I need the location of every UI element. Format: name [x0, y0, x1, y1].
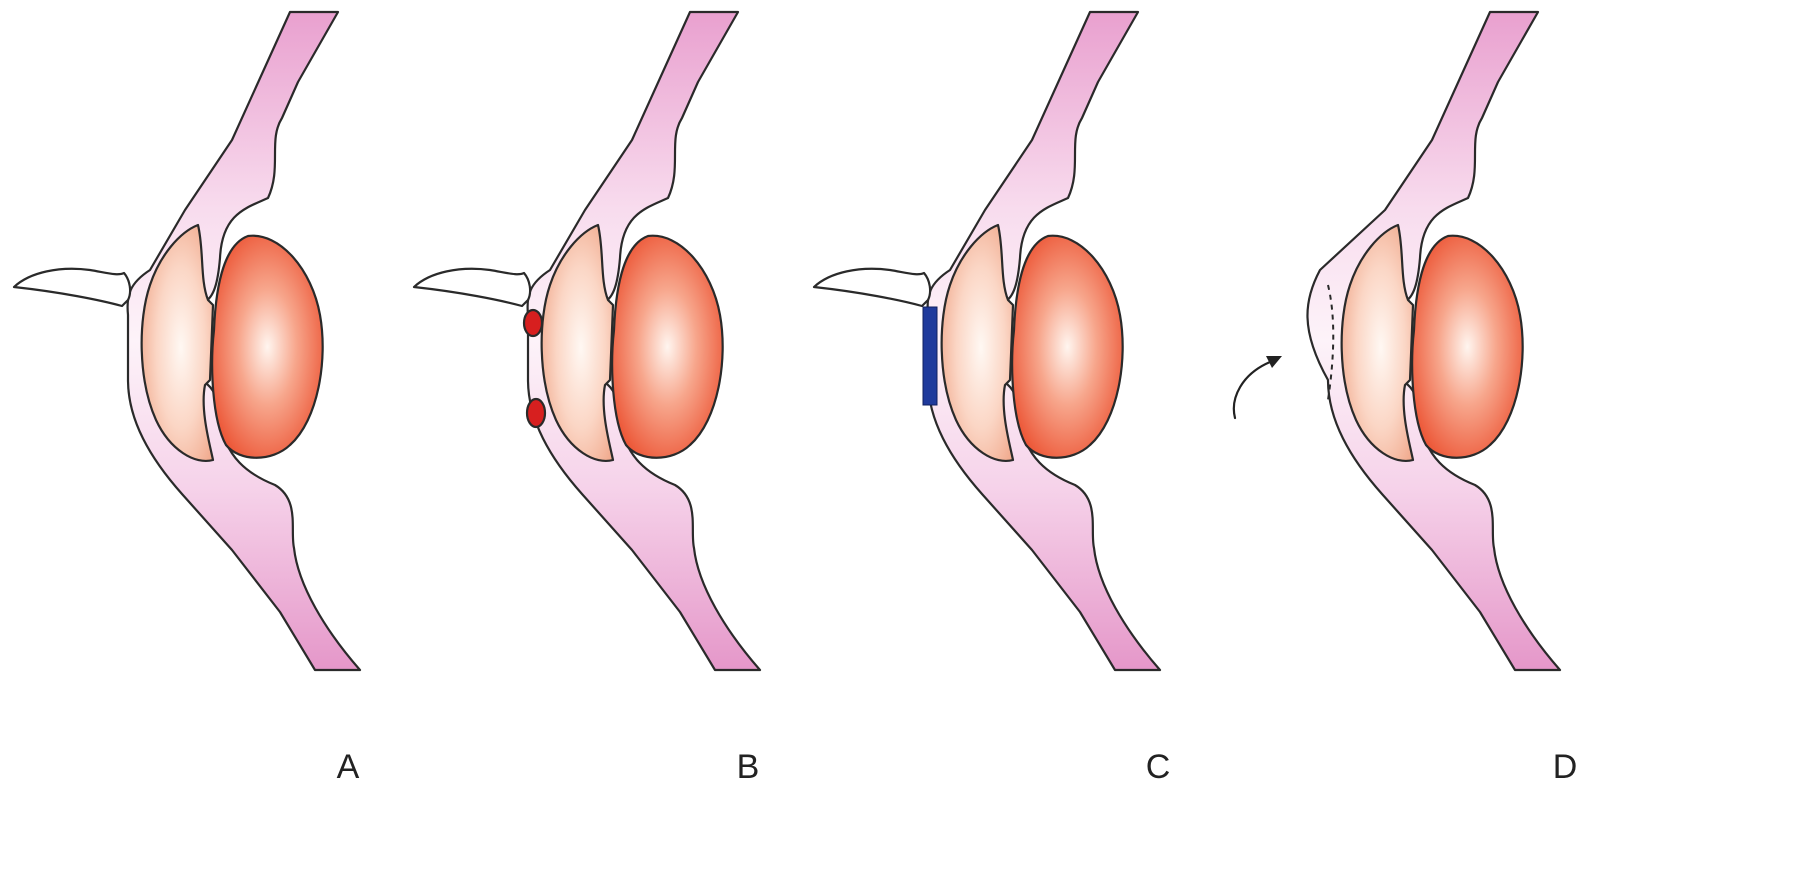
nodule-upper: [524, 310, 542, 336]
panel-c: C: [814, 12, 1170, 786]
panel-label: B: [737, 748, 760, 786]
nodule-lower: [527, 399, 545, 427]
lens-body: [612, 236, 722, 458]
lens-body: [1412, 236, 1522, 458]
panel-label: C: [1146, 748, 1171, 786]
lens-body: [212, 236, 322, 458]
lid-extension: [414, 269, 530, 306]
panel-b: B: [414, 12, 760, 786]
lid-extension: [14, 269, 130, 306]
panel-d: D: [1234, 12, 1577, 786]
blue-band: [923, 307, 937, 405]
lid-extension: [814, 269, 930, 306]
curved-arrow-icon: [1234, 362, 1270, 418]
panel-label: D: [1553, 748, 1578, 786]
lens-body: [1012, 236, 1122, 458]
panel-a: A: [14, 12, 360, 786]
panel-label: A: [337, 748, 360, 786]
